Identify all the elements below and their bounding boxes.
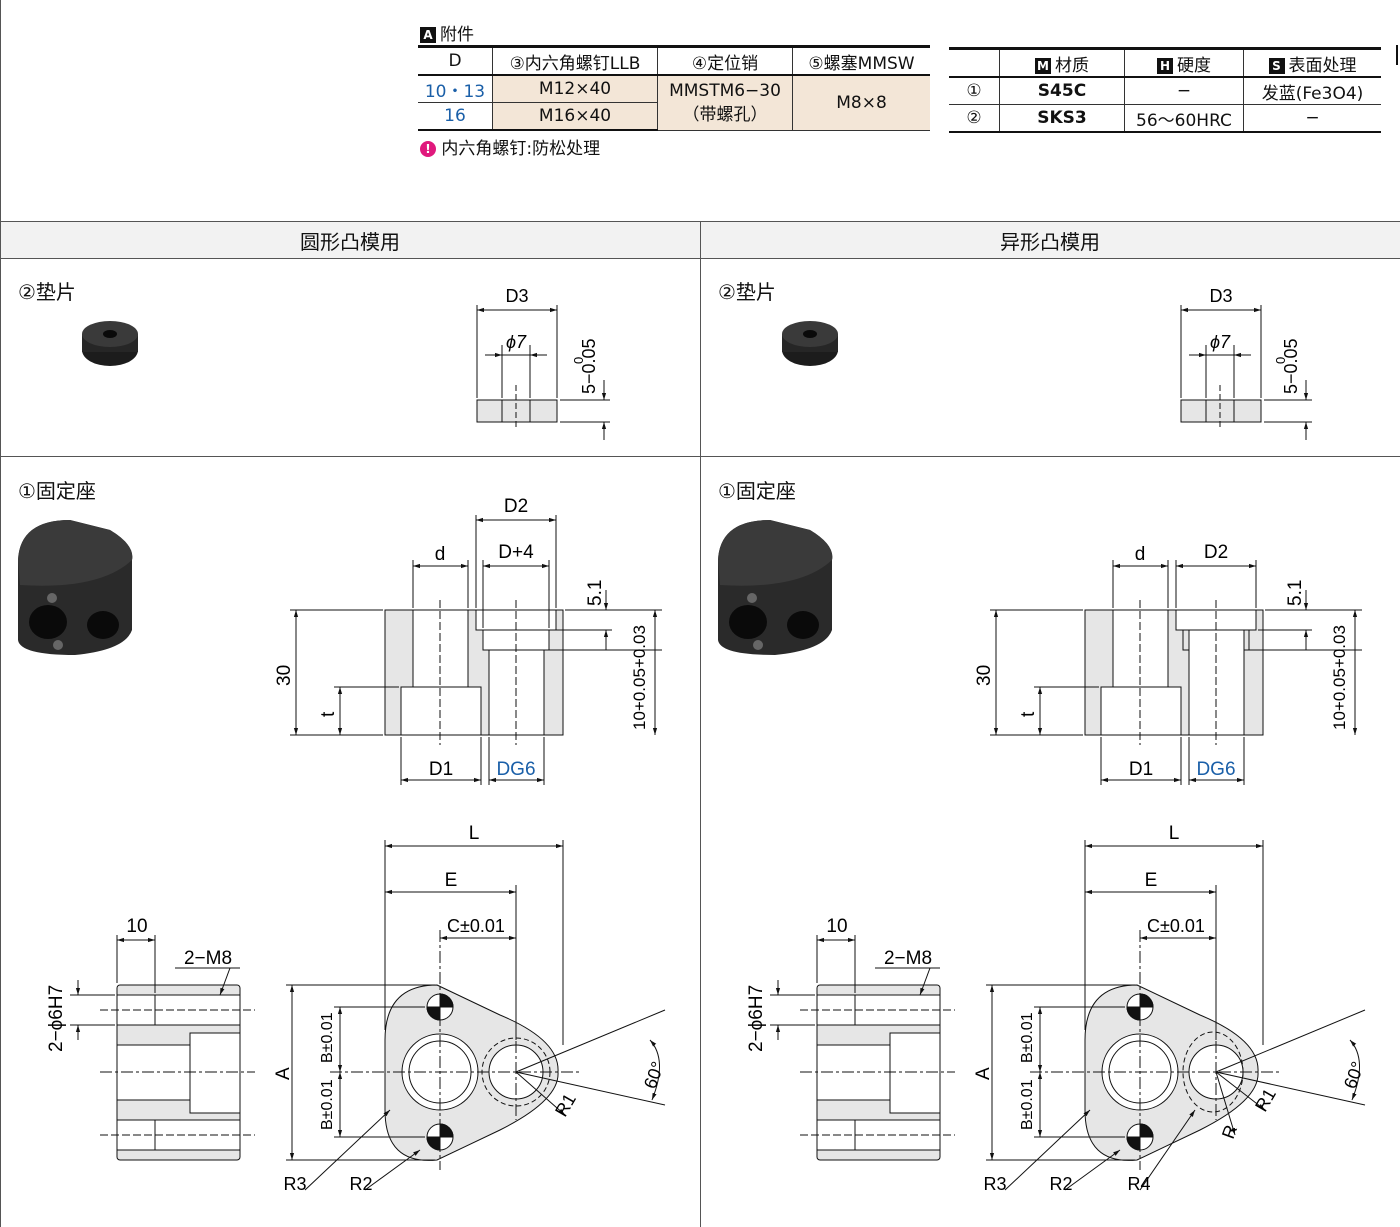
svg-text:10+0.05+0.03: 10+0.05+0.03 bbox=[630, 625, 649, 730]
svg-text:E: E bbox=[445, 870, 458, 891]
pin-cell: MMSTM6−30 （带螺孔） bbox=[657, 75, 793, 131]
svg-text:L: L bbox=[1169, 823, 1180, 844]
svg-text:R3: R3 bbox=[283, 1174, 306, 1194]
svg-text:10+0.05+0.03: 10+0.05+0.03 bbox=[1330, 625, 1349, 730]
svg-text:2−M8: 2−M8 bbox=[884, 948, 932, 969]
svg-text:R2: R2 bbox=[1049, 1174, 1072, 1194]
svg-text:R: R bbox=[1218, 1122, 1241, 1141]
svg-text:R3: R3 bbox=[983, 1174, 1006, 1194]
svg-text:10: 10 bbox=[126, 916, 147, 937]
svg-text:R2: R2 bbox=[349, 1174, 372, 1194]
svg-text:B±0.01: B±0.01 bbox=[319, 1012, 336, 1063]
svg-text:t: t bbox=[1018, 711, 1039, 717]
svg-text:60°: 60° bbox=[1340, 1059, 1368, 1091]
tag-h-icon: H bbox=[1157, 57, 1173, 74]
tag-m-icon: M bbox=[1035, 57, 1051, 74]
svg-text:R4: R4 bbox=[1127, 1174, 1150, 1194]
accessory-note: ! 内六角螺钉:防松处理 bbox=[420, 134, 600, 159]
svg-text:A: A bbox=[973, 1067, 994, 1080]
washer-photo bbox=[82, 321, 138, 366]
base-section-drawing bbox=[290, 515, 662, 785]
shaped-punch-drawings: D3 ϕ7 5−0.05 0 d D2 30 t 5.1 bbox=[718, 286, 1368, 1194]
d-value: 16 bbox=[418, 102, 493, 131]
page-right-border bbox=[1396, 45, 1398, 65]
svg-text:5−0.05: 5−0.05 bbox=[579, 338, 599, 394]
svg-text:C±0.01: C±0.01 bbox=[447, 916, 505, 936]
svg-text:C±0.01: C±0.01 bbox=[1147, 916, 1205, 936]
side-view-drawing bbox=[770, 935, 955, 1161]
svg-text:B±0.01: B±0.01 bbox=[319, 1079, 336, 1130]
base-photo bbox=[18, 520, 133, 655]
svg-text:t: t bbox=[318, 711, 339, 717]
washer-drawing bbox=[476, 305, 610, 440]
washer-photo bbox=[782, 321, 838, 366]
base-section-drawing bbox=[990, 560, 1362, 785]
svg-text:D2: D2 bbox=[504, 496, 528, 517]
svg-text:D3: D3 bbox=[1209, 286, 1232, 306]
svg-text:DG6: DG6 bbox=[496, 759, 535, 780]
svg-text:ϕ7: ϕ7 bbox=[1210, 332, 1231, 352]
svg-text:R1: R1 bbox=[1251, 1085, 1280, 1115]
svg-text:5.1: 5.1 bbox=[585, 580, 606, 606]
svg-text:d: d bbox=[1135, 544, 1146, 565]
svg-text:5−0.05: 5−0.05 bbox=[1281, 338, 1301, 394]
d-value: 10・13 bbox=[418, 75, 493, 103]
svg-text:D1: D1 bbox=[429, 759, 453, 780]
svg-text:B±0.01: B±0.01 bbox=[1019, 1079, 1036, 1130]
base-label: ①固定座 bbox=[18, 479, 96, 503]
round-punch-drawings: D3 ϕ7 5−0.05 0 d D+4 bbox=[18, 286, 668, 1194]
svg-text:ϕ7: ϕ7 bbox=[506, 332, 527, 352]
tag-s-icon: S bbox=[1268, 57, 1285, 74]
svg-text:D1: D1 bbox=[1129, 759, 1153, 780]
frame-left bbox=[0, 0, 1, 1227]
base-label: ①固定座 bbox=[718, 479, 796, 503]
svg-text:DG6: DG6 bbox=[1196, 759, 1235, 780]
svg-text:60°: 60° bbox=[640, 1059, 668, 1091]
section-title-shaped: 异形凸模用 bbox=[1000, 230, 1100, 254]
accessories-table: D ③内六角螺钉LLB ④定位销 ⑤螺塞MMSW 10・13 M12×40 MM… bbox=[418, 45, 930, 131]
svg-text:10: 10 bbox=[826, 916, 847, 937]
washer-label: ②垫片 bbox=[18, 280, 76, 304]
svg-text:D3: D3 bbox=[505, 286, 528, 306]
svg-text:30: 30 bbox=[974, 665, 995, 686]
svg-text:d: d bbox=[435, 544, 446, 565]
washer-label: ②垫片 bbox=[718, 280, 776, 304]
svg-text:D+4: D+4 bbox=[498, 542, 534, 563]
svg-text:5.1: 5.1 bbox=[1285, 580, 1306, 606]
svg-text:0: 0 bbox=[1273, 357, 1288, 364]
svg-text:B±0.01: B±0.01 bbox=[1019, 1012, 1036, 1063]
svg-text:0: 0 bbox=[571, 357, 586, 364]
svg-text:A: A bbox=[273, 1067, 294, 1080]
plan-view-drawing bbox=[986, 840, 1366, 1191]
washer-drawing bbox=[1180, 305, 1312, 440]
svg-text:R1: R1 bbox=[551, 1090, 580, 1120]
svg-text:L: L bbox=[469, 823, 480, 844]
svg-text:D2: D2 bbox=[1204, 542, 1228, 563]
svg-text:2−ϕ6H7: 2−ϕ6H7 bbox=[746, 985, 767, 1052]
svg-text:30: 30 bbox=[274, 665, 295, 686]
base-photo bbox=[718, 520, 833, 655]
plan-view-drawing bbox=[286, 840, 666, 1191]
frame-mid bbox=[700, 221, 701, 1227]
warning-icon: ! bbox=[420, 141, 436, 157]
tag-a-icon: A bbox=[420, 27, 436, 43]
side-view-drawing bbox=[70, 935, 255, 1161]
section-title-round: 圆形凸模用 bbox=[300, 230, 400, 254]
svg-text:2−ϕ6H7: 2−ϕ6H7 bbox=[46, 985, 67, 1052]
svg-text:2−M8: 2−M8 bbox=[184, 948, 232, 969]
svg-text:E: E bbox=[1145, 870, 1158, 891]
